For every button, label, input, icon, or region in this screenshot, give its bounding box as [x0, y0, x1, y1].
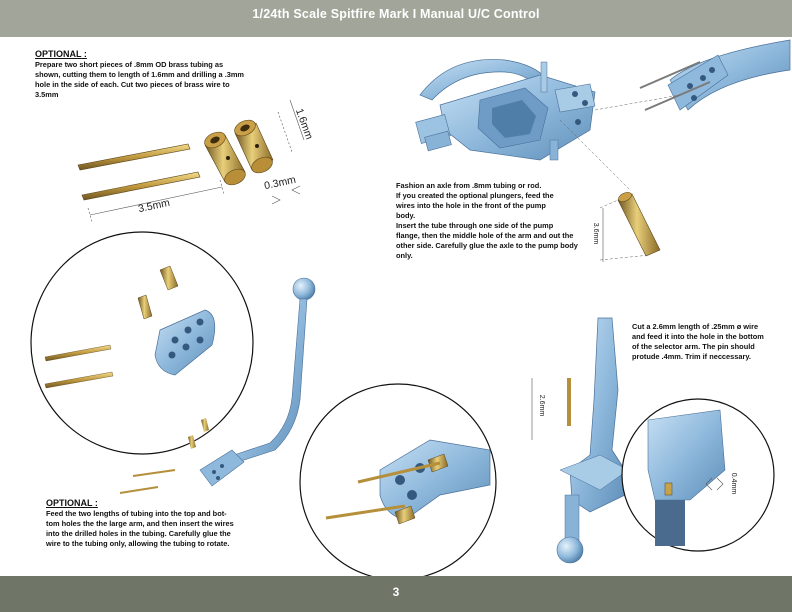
- step1-heading: OPTIONAL :: [35, 49, 87, 59]
- plunger-arm-part: [639, 39, 791, 111]
- page-number: 3: [392, 585, 400, 599]
- step4-line: and feed it into the hole in the bottom: [632, 332, 764, 341]
- dim-pin-length: 2.6mm: [538, 394, 546, 417]
- step2-instructions: Fashion an axle from .8mm tubing or rod.…: [396, 181, 606, 261]
- detail-circle-center: [299, 383, 497, 581]
- step3-line: into the drilled holes in the tubing. Ca…: [46, 529, 231, 538]
- step3-line: Feed the two lengths of tubing into the …: [46, 509, 227, 518]
- step3-line: tom holes the the large arm, and then in…: [46, 519, 234, 528]
- page-title: 1/24th Scale Spitfire Mark I Manual U/C …: [252, 7, 540, 21]
- step2-dimension-lines: [559, 94, 681, 261]
- step1-line: Prepare two short pieces of .8mm OD bras…: [35, 60, 224, 69]
- selector-arm-part: [531, 317, 629, 564]
- step3-line: wire to the tubing only, allowing the tu…: [46, 539, 230, 548]
- step1-line: hole in the side of each. Cut two pieces…: [35, 80, 230, 89]
- step2-line: If you created the optional plungers, fe…: [396, 191, 554, 200]
- control-lever-part: [119, 277, 316, 494]
- step1-line: 3.5mm: [35, 90, 59, 99]
- header-bar: 1/24th Scale Spitfire Mark I Manual U/C …: [0, 0, 792, 37]
- step1-dimension-lines: [87, 99, 305, 223]
- step2-line: other side. Carefully glue the axle to t…: [396, 241, 578, 250]
- step2-line: flange, then the middle hole of the arm …: [396, 231, 574, 240]
- step1-instructions: OPTIONAL : Prepare two short pieces of .…: [35, 49, 265, 100]
- step3-instructions: OPTIONAL : Feed the two lengths of tubin…: [46, 498, 281, 549]
- step2-line: body.: [396, 211, 416, 220]
- step4-line: protude .4mm. Trim if neccessary.: [632, 352, 751, 361]
- step2-line: only.: [396, 251, 413, 260]
- step3-heading: OPTIONAL :: [46, 498, 98, 508]
- step2-line: wires into the hole in the front of the …: [396, 201, 546, 210]
- step4-line: of the selector arm. The pin should: [632, 342, 755, 351]
- detail-circle-right: [621, 398, 775, 552]
- dim-axle: 3.6mm: [592, 222, 600, 245]
- brass-tube-pieces: [204, 119, 274, 186]
- step4-instructions: Cut a 2.6mm length of .25mm ø wire and f…: [632, 322, 792, 362]
- dim-pin-protrude: 0.4mm: [730, 472, 738, 495]
- step2-line: Fashion an axle from .8mm tubing or rod.: [396, 181, 542, 190]
- step1-line: shown, cutting them to length of 1.6mm a…: [35, 70, 245, 79]
- footer-bar: 3: [0, 576, 792, 612]
- brass-wire-pieces: [77, 143, 201, 201]
- step2-line: Insert the tube through one side of the …: [396, 221, 554, 230]
- pump-body-part: [415, 59, 596, 161]
- detail-circle-left: [30, 231, 254, 455]
- step4-line: Cut a 2.6mm length of .25mm ø wire: [632, 322, 759, 331]
- axle-tube-part: [617, 192, 661, 257]
